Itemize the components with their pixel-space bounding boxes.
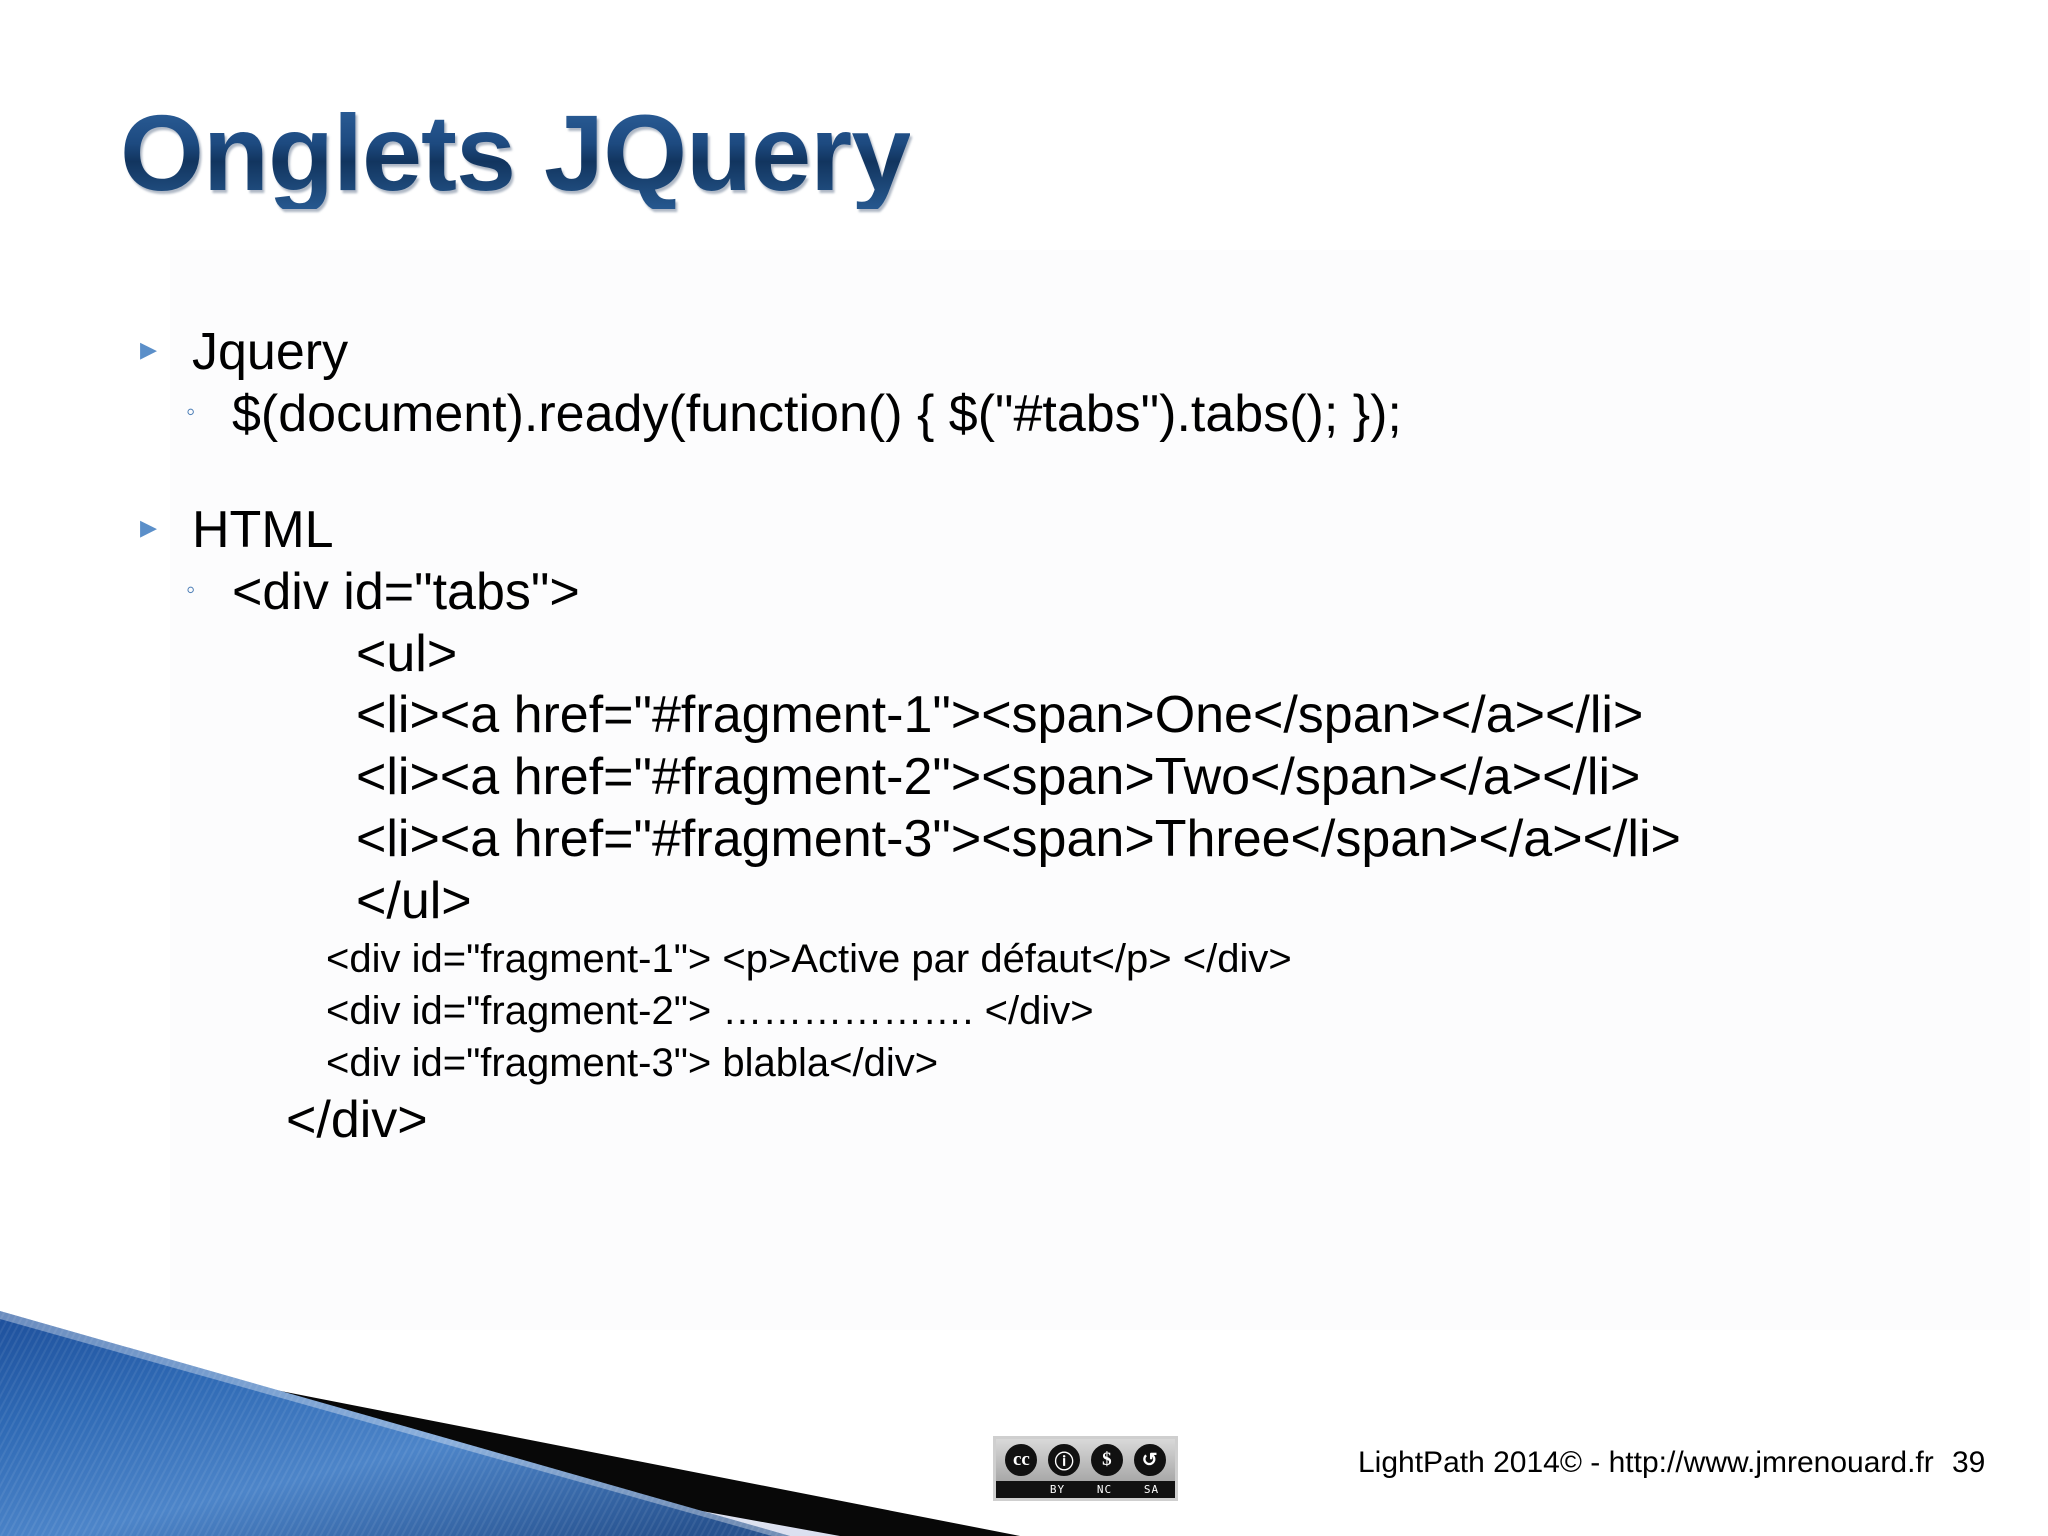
bullet-label: Jquery: [192, 323, 349, 381]
code-text: </ul>: [356, 872, 472, 930]
code-line-ul-close: </ul>: [140, 871, 2010, 933]
section-spacer: [140, 446, 2010, 498]
page-title: Onglets JQuery: [120, 92, 911, 213]
bullet-item-jquery: ▸ Jquery: [140, 322, 2010, 383]
code-line-fragment-1: <div id="fragment-1"> <p>Active par défa…: [140, 933, 2010, 985]
triangle-bullet-icon: ▸: [140, 330, 158, 368]
code-line-fragment-2: <div id="fragment-2"> ………………. </div>: [140, 985, 2010, 1037]
code-line-ready: ◦ $(document).ready(function() { $("#tab…: [140, 383, 2010, 445]
page-number: 39: [1952, 1446, 1986, 1479]
code-text: <li><a href="#fragment-2"><span>Two</spa…: [356, 748, 1641, 807]
circle-bullet-icon: ◦: [186, 396, 196, 427]
code-text: <ul>: [356, 624, 458, 683]
title-wrap: Onglets JQuery: [120, 92, 911, 213]
code-line-li-one: <li><a href="#fragment-1"><span>One</spa…: [140, 685, 2010, 747]
code-text: <div id="tabs">: [232, 563, 580, 622]
code-text: <li><a href="#fragment-1"><span>One</spa…: [356, 686, 1644, 745]
title-area: Onglets JQuery: [120, 96, 1820, 246]
code-line-li-two: <li><a href="#fragment-2"><span>Two</spa…: [140, 747, 2010, 809]
cc-mark-icon: cc: [1005, 1444, 1038, 1476]
cc-nc-icon: $: [1090, 1444, 1123, 1476]
cc-by-icon: ⓘ: [1048, 1444, 1081, 1476]
cc-sa-icon: ↺: [1133, 1444, 1166, 1476]
code-text: <div id="fragment-1"> <p>Active par défa…: [326, 936, 1292, 981]
code-text: </div>: [286, 1090, 428, 1149]
cc-badge-terms-row: BY NC SA: [996, 1481, 1175, 1498]
cc-term-by: BY: [1049, 1483, 1066, 1496]
cc-badge-icons-row: cc ⓘ $ ↺: [996, 1439, 1175, 1481]
bullet-item-html: ▸ HTML: [140, 500, 2010, 561]
code-text: $(document).ready(function() { $("#tabs"…: [232, 385, 1402, 444]
code-line-li-three: <li><a href="#fragment-3"><span>Three</s…: [140, 809, 2010, 871]
cc-term-sa: SA: [1143, 1483, 1160, 1496]
code-text: <div id="fragment-2"> ………………. </div>: [326, 988, 1094, 1033]
cc-term-nc: NC: [1096, 1483, 1113, 1496]
code-text: <div id="fragment-3"> blabla</div>: [326, 1040, 939, 1085]
cc-license-badge-icon[interactable]: cc ⓘ $ ↺ BY NC SA: [993, 1436, 1178, 1501]
footer-credit: LightPath 2014© - http://www.jmrenouard.…: [1358, 1446, 1934, 1479]
code-line-fragment-3: <div id="fragment-3"> blabla</div>: [140, 1037, 2010, 1089]
content-panel: [170, 250, 2030, 1330]
bullet-label: HTML: [192, 500, 334, 559]
slide-body: ▸ Jquery ◦ $(document).ready(function() …: [140, 320, 2010, 1152]
circle-bullet-icon: ◦: [186, 574, 196, 605]
code-line-div-close: </div>: [140, 1089, 2010, 1152]
code-text: <li><a href="#fragment-3"><span>Three</s…: [356, 810, 1681, 869]
triangle-bullet-icon: ▸: [140, 507, 158, 546]
code-line-div-tabs: ◦ <div id="tabs">: [140, 561, 2010, 623]
slide-footer: cc ⓘ $ ↺ BY NC SA LightPath 2014© - http…: [0, 1432, 2048, 1518]
code-line-ul-open: <ul>: [140, 624, 2010, 686]
